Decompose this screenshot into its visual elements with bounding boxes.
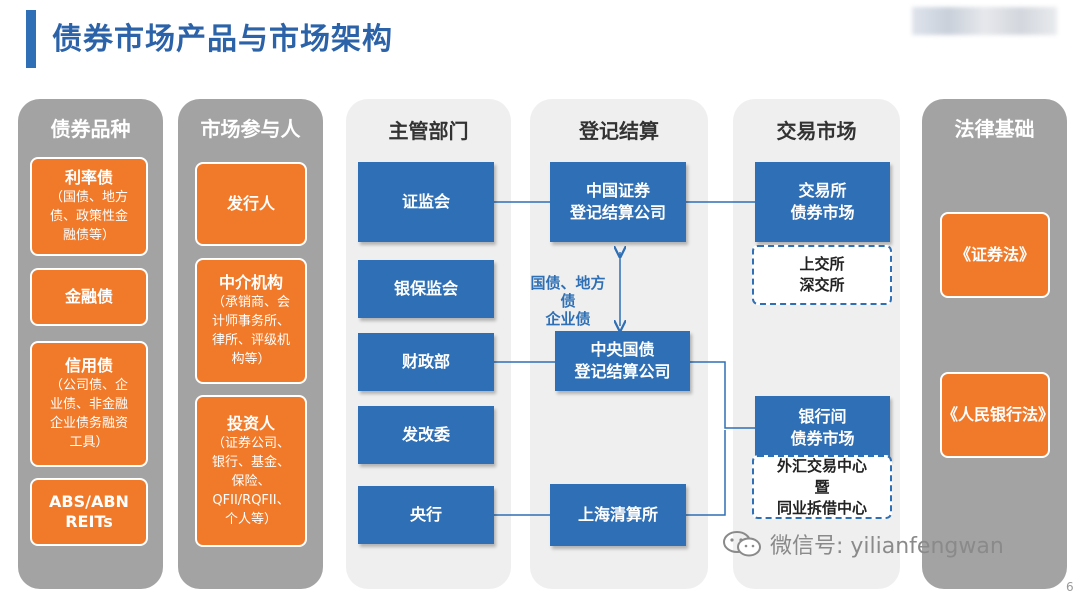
participant-desc-line: 银行、基金、 [211,454,290,470]
product-desc-line: （公司债、企 [49,378,128,393]
participant-desc-line: 保险、 [231,473,271,489]
clearing-csdc: 中国证券 登记结算公司 [550,162,686,242]
regulator-ndrc: 发改委 [358,406,494,464]
title-accent-bar [26,10,36,68]
regulator-label: 财政部 [401,352,450,371]
regulator-label: 证监会 [401,192,450,211]
venue-label-line: 暨 [814,477,830,496]
transfer-note: 国债、地方 债 企业债 [522,274,614,328]
product-desc-line: 债、政策性金 [49,209,128,224]
column-header-law: 法律基础 [954,117,1035,141]
product-abs: ABS/ABN REITs [30,478,148,546]
participant-desc-line: 构等） [231,352,271,367]
regulator-label: 银保监会 [393,279,458,298]
venue-label-line: 上交所 [799,255,845,273]
watermark-text: 微信号: yilianfengwan [770,534,1004,559]
participant-desc-line: 律所、评级机 [211,333,290,348]
participant-desc-line: 个人等） [224,511,277,527]
law-pboc-act: 《人民银行法》 [940,372,1055,458]
clearing-label-line: 登记结算公司 [569,203,666,222]
market-label-line: 债券市场 [790,429,855,448]
product-title: ABS/ABN [49,492,129,511]
clearing-label-line: 登记结算公司 [574,362,671,381]
participant-intermediary: 中介机构 （承销商、会 计师事务所、 律所、评级机 构等） [195,258,307,384]
clearing-shch: 上海清算所 [550,484,686,546]
law-label: 《人民银行法》 [942,405,1055,424]
column-header-products: 债券品种 [50,117,131,141]
market-label-line: 债券市场 [790,203,855,222]
page-title: 债券市场产品与市场架构 [52,22,393,57]
market-exchange-venues: 上交所 深交所 [752,245,892,305]
regulator-cbirc: 银保监会 [358,260,494,318]
clearing-label-line: 中央国债 [590,340,655,359]
product-rate-bond: 利率债 （国债、地方 债、政策性金 融债等） [30,157,148,256]
line-ccdc-interbank [690,361,755,429]
product-title: 金融债 [64,287,113,306]
venue-label-line: 外汇交易中心 [776,456,867,475]
product-desc-line: 企业债务融资 [49,416,128,431]
clearing-label-line: 中国证券 [585,181,650,200]
column-header-clearing: 登记结算 [579,119,659,143]
transfer-note-line: 企业债 [545,310,591,328]
market-interbank: 银行间 债券市场 [755,396,890,460]
participant-desc-line: （承销商、会 [211,295,290,310]
market-exchange: 交易所 债券市场 [755,162,890,242]
column-header-participants: 市场参与人 [200,117,301,141]
column-header-markets: 交易市场 [776,119,857,143]
market-interbank-venue: 外汇交易中心 暨 同业拆借中心 [752,455,892,519]
regulator-label: 央行 [409,505,442,524]
participant-title: 投资人 [226,413,275,433]
column-header-regulators: 主管部门 [388,119,469,143]
participant-investor: 投资人 （证券公司、 银行、基金、 保险、 QFII/RQFII、 个人等） [195,395,307,547]
product-desc-line: （国债、地方 [49,190,128,205]
blurred-logo [912,7,1057,35]
participant-title: 发行人 [226,194,275,213]
product-title: 信用债 [64,356,113,375]
participant-desc-line: （证券公司、 [211,435,290,451]
participant-issuer: 发行人 [195,162,307,246]
regulator-pboc: 央行 [358,486,494,544]
column-law: 法律基础 [922,99,1067,589]
line-shch-interbank [686,430,726,516]
wechat-icon [723,531,761,557]
clearing-ccdc: 中央国债 登记结算公司 [555,331,690,391]
regulator-label: 发改委 [401,425,450,444]
product-desc-line: 业债、非金融 [49,397,128,412]
market-label-line: 交易所 [798,181,847,200]
product-title: 利率债 [64,168,113,187]
regulator-csrc: 证监会 [358,162,494,242]
venue-label-line: 深交所 [799,276,845,294]
venue-label-line: 同业拆借中心 [776,498,867,517]
law-securities-act: 《证券法》 [940,212,1050,298]
product-financial-bond: 金融债 [30,268,148,326]
page-number: 6 [1066,580,1074,594]
watermark: 微信号: yilianfengwan [722,528,1004,560]
regulator-mof: 财政部 [358,333,494,391]
clearing-label-line: 上海清算所 [577,505,658,524]
product-desc-line: 融债等） [62,228,115,243]
participant-title: 中介机构 [218,273,283,292]
market-label-line: 银行间 [798,407,847,426]
product-desc-line: 工具） [69,435,109,450]
product-credit-bond: 信用债 （公司债、企 业债、非金融 企业债务融资 工具） [30,341,148,467]
transfer-note-line: 国债、地方 [530,274,606,292]
product-title-line2: REITs [65,512,113,531]
participant-desc-line: 计师事务所、 [211,314,290,329]
participant-desc-line: QFII/RQFII、 [212,492,290,508]
law-label: 《证券法》 [954,245,1035,264]
transfer-note-line: 债 [560,292,576,310]
